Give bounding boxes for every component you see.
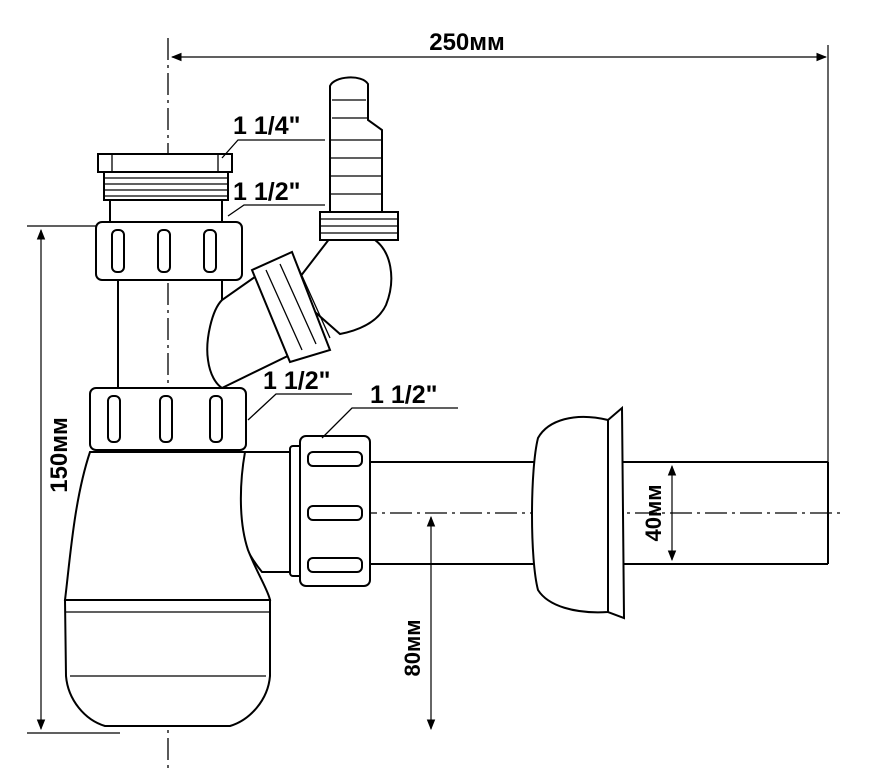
label-outlet-nut: 1 1/2" — [321, 381, 458, 439]
middle-coupling-nut — [89, 387, 247, 451]
thread-label-upper-nut: 1 1/2" — [233, 178, 300, 206]
top-nut — [97, 153, 233, 223]
dim-label-40: 40мм — [641, 484, 666, 541]
wall-flange — [531, 405, 626, 620]
dimension-250: 250мм — [170, 29, 829, 462]
dim-label-250: 250мм — [429, 29, 505, 56]
outlet-pipe — [370, 461, 829, 565]
dim-label-150: 150мм — [46, 417, 73, 493]
label-top-nut: 1 1/4" — [221, 112, 325, 159]
thread-label-top-nut: 1 1/4" — [233, 112, 300, 140]
label-upper-nut: 1 1/2" — [227, 178, 325, 217]
vertical-pipe — [117, 280, 223, 390]
outlet-coupling-nut — [289, 435, 371, 587]
siphon-bowl — [63, 451, 299, 727]
dimension-80: 80мм — [400, 515, 436, 731]
side-branch-elbow — [206, 237, 393, 390]
thread-label-side-inlet: 1 1/2" — [263, 367, 330, 395]
hose-tail — [319, 76, 399, 241]
thread-label-outlet-nut: 1 1/2" — [370, 381, 437, 409]
dim-label-80: 80мм — [400, 619, 425, 676]
upper-coupling-nut — [95, 221, 243, 281]
dimension-150: 150мм — [27, 225, 120, 734]
label-side-inlet: 1 1/2" — [247, 367, 352, 421]
